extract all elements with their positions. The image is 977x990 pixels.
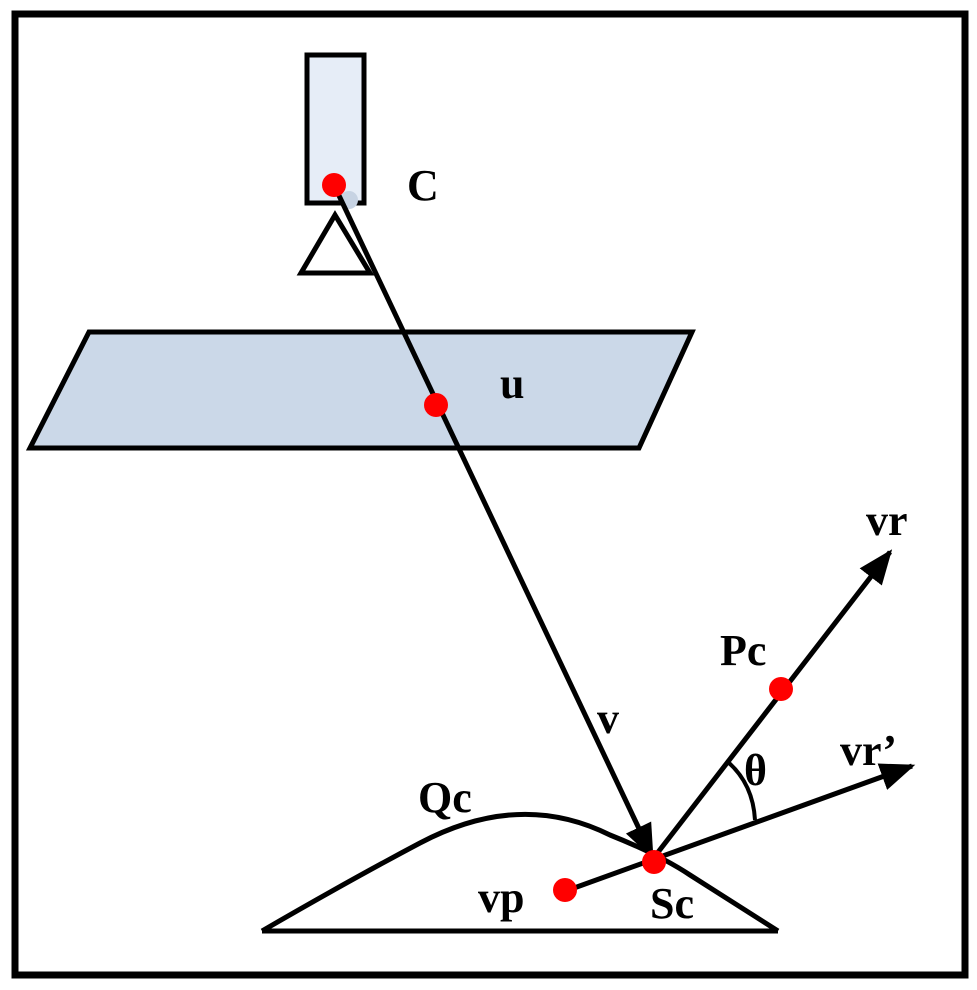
label-image-point: u <box>500 359 524 408</box>
virtual-point-vp <box>553 878 577 902</box>
angle-arc <box>726 760 757 821</box>
label-virtual-point: vp <box>478 873 524 922</box>
label-projector-point: Pc <box>720 626 766 675</box>
image-plane <box>25 329 696 451</box>
reflected-ray-line <box>650 549 893 862</box>
reflected-ray-alt-line <box>562 763 916 895</box>
label-angle: θ <box>744 746 767 795</box>
label-reflected-vector-alt: vr’ <box>840 726 897 775</box>
label-surface-point: Sc <box>650 879 694 928</box>
label-camera: C <box>407 161 439 210</box>
label-view-vector: v <box>597 694 619 743</box>
image-point-u <box>424 393 448 417</box>
outer-frame <box>11 10 969 979</box>
camera-lens-triangle <box>296 210 375 276</box>
camera-point <box>322 173 346 197</box>
projector-point-pc <box>769 677 793 701</box>
label-reflected-vector: vr <box>866 496 908 545</box>
label-surface-curve: Qc <box>418 773 472 822</box>
view-ray-line <box>331 183 655 860</box>
surface-point-sc <box>642 850 666 874</box>
